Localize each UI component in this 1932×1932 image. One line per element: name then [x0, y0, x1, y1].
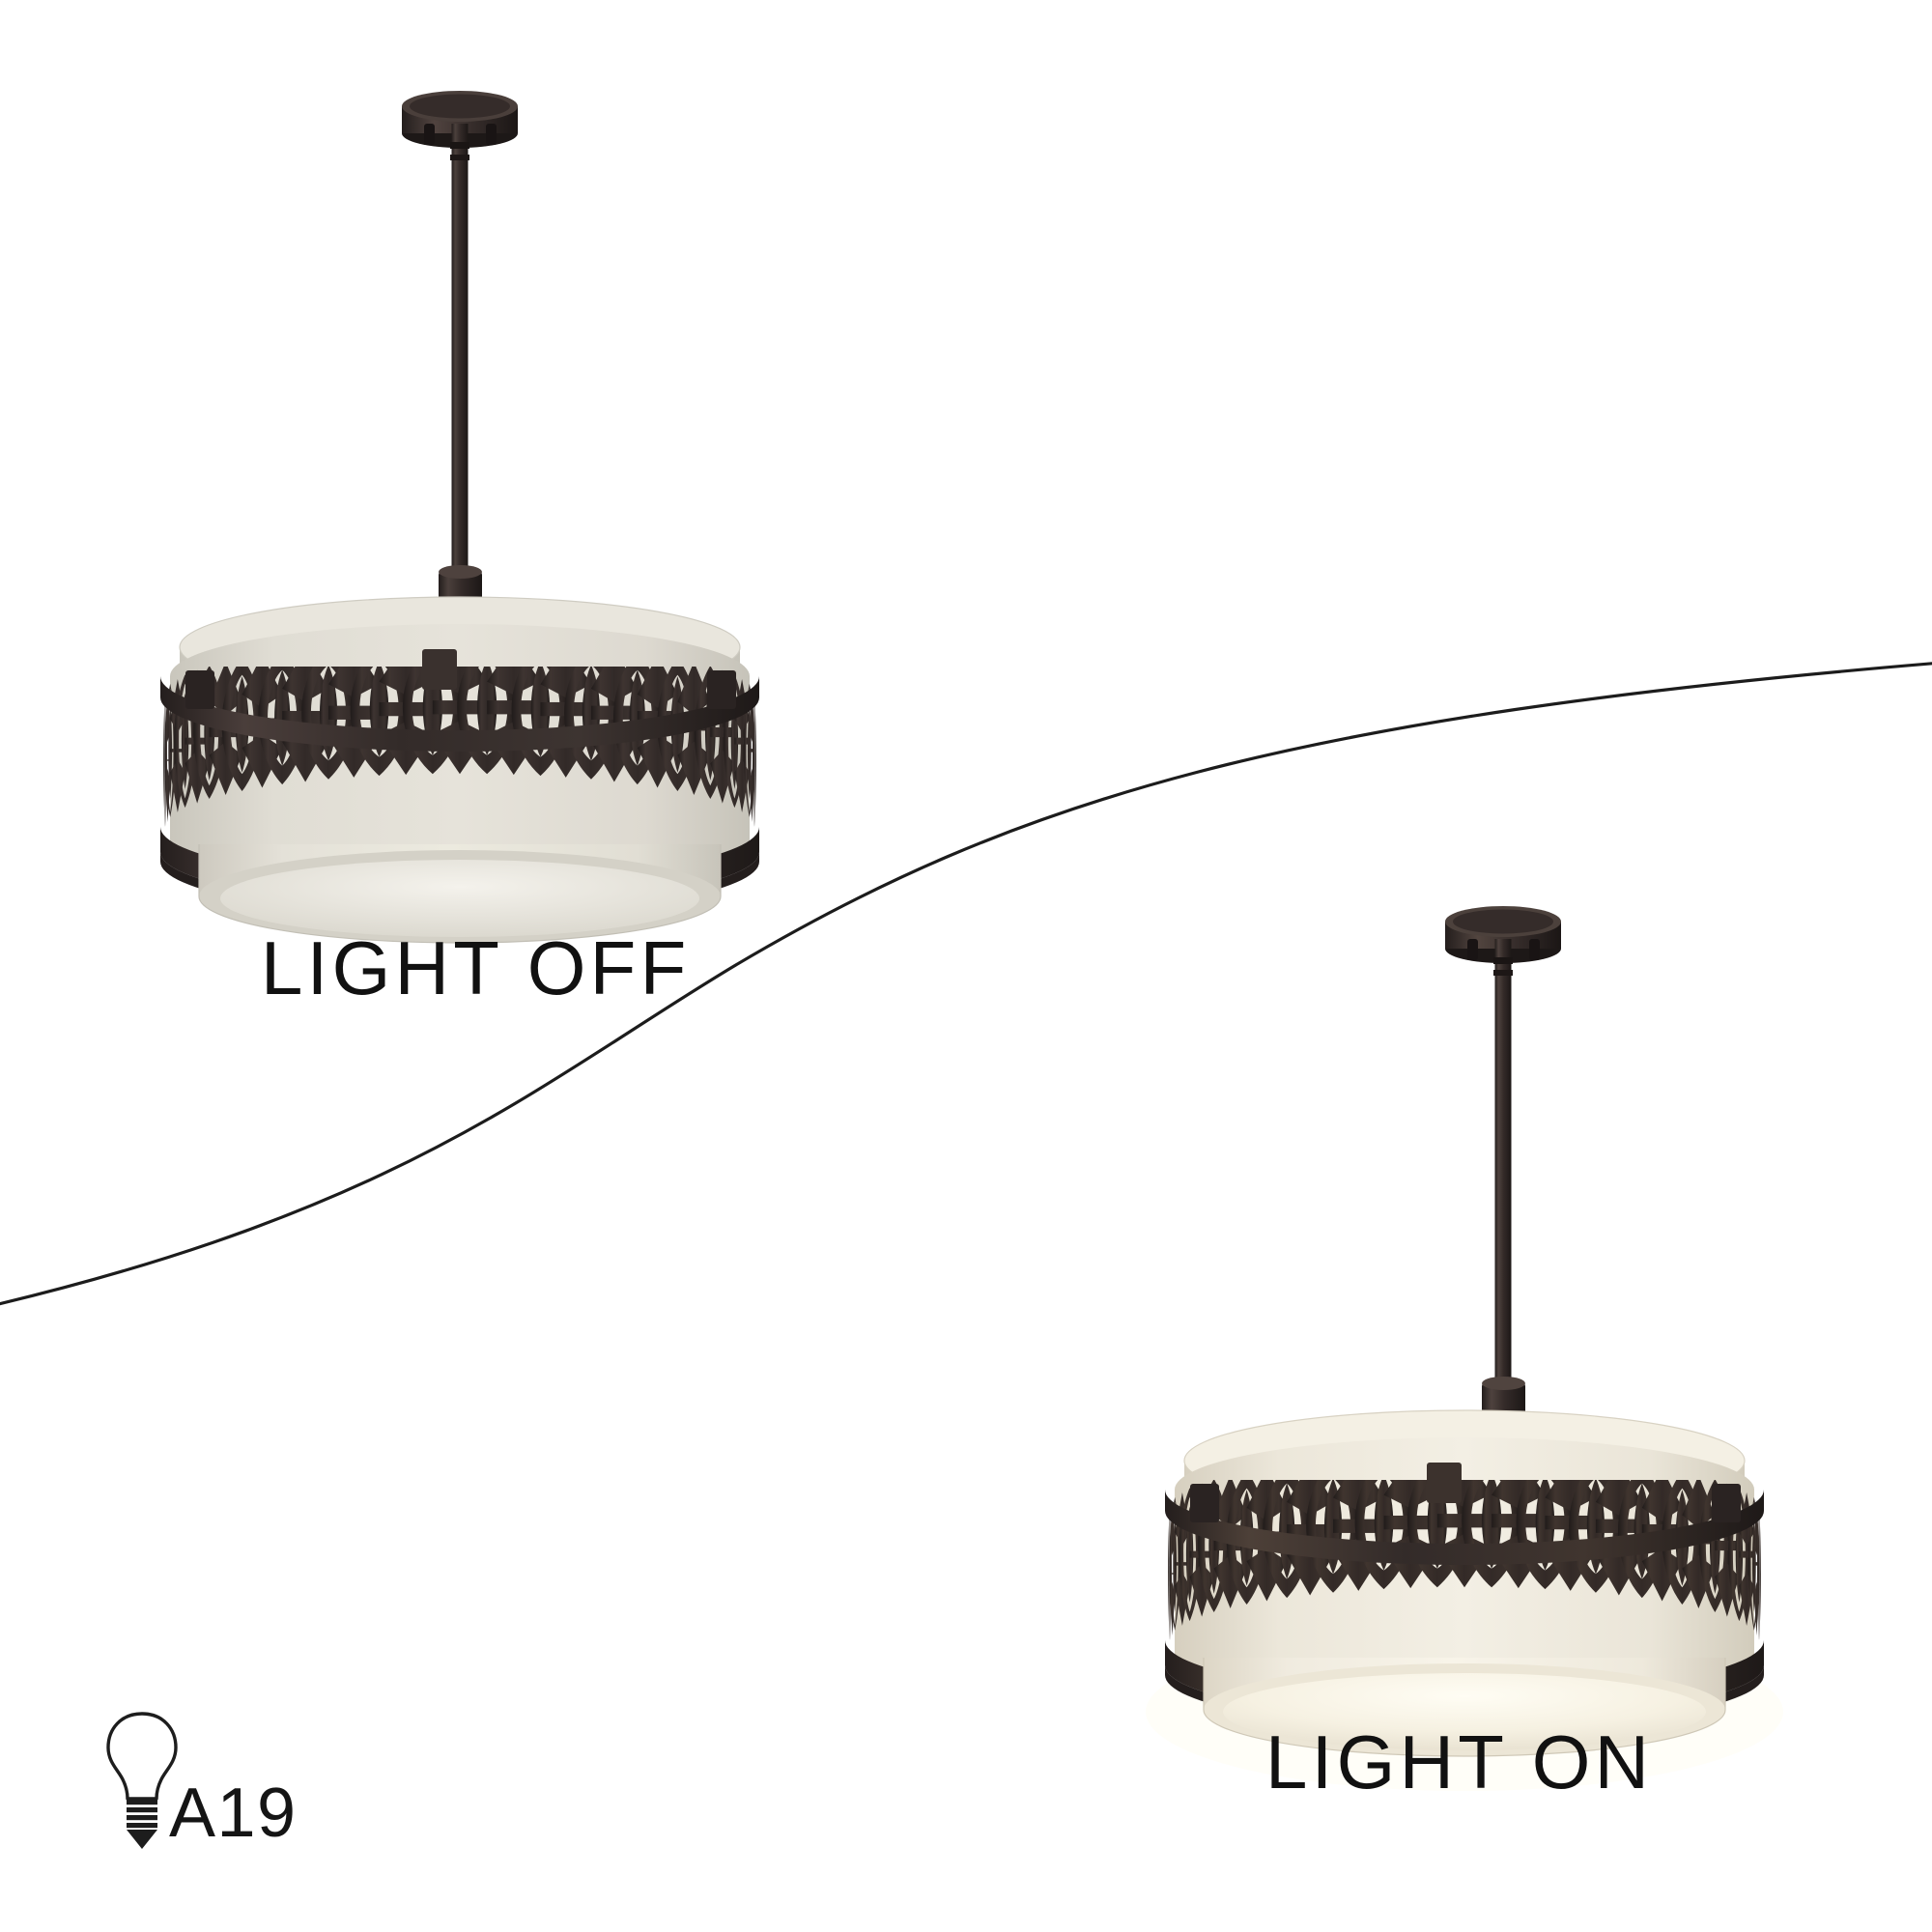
lightbulb-icon [99, 1708, 185, 1853]
caption-light-off: LIGHT OFF [261, 925, 691, 1010]
top-metal-band-off [160, 649, 759, 752]
caption-light-on: LIGHT ON [1265, 1719, 1654, 1804]
lattice-cage-on [1168, 1480, 1761, 1640]
light-diffuser-on [1223, 1673, 1706, 1750]
downrod-off [450, 124, 469, 587]
top-metal-band-on [1165, 1463, 1764, 1565]
bulb-type-label: A19 [169, 1775, 298, 1852]
downrod-on [1493, 939, 1513, 1401]
lower-linen-shade-on [1203, 1658, 1726, 1757]
lower-linen-shade-off [198, 844, 722, 944]
s-curve-divider [0, 662, 1932, 1306]
